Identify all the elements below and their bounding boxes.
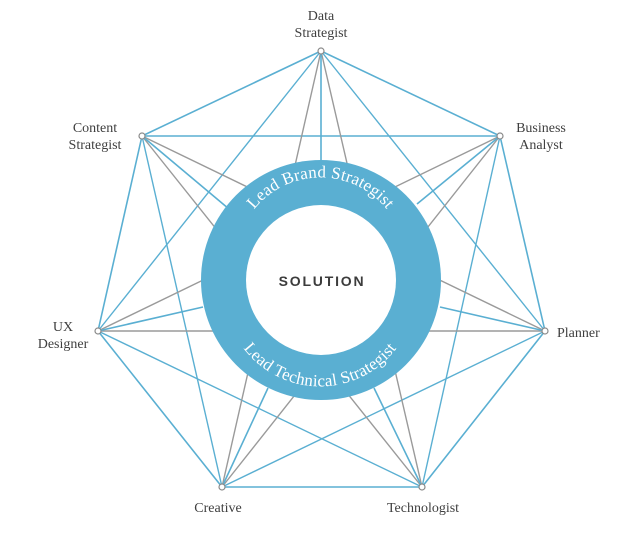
outer-edge-data-strategist — [320, 50, 501, 137]
node-label-line: Designer — [38, 337, 89, 352]
spoke-creative — [221, 387, 269, 488]
node-label-technologist: Technologist — [387, 501, 459, 516]
outer-edge-ux-designer — [97, 135, 143, 332]
node-label-line: Strategist — [69, 138, 122, 153]
node-dot-planner — [541, 327, 549, 335]
connector-line — [97, 50, 322, 332]
outer-edge-content-strategist — [141, 50, 322, 137]
outer-edge-business-analyst — [499, 135, 546, 332]
node-dot-ux-designer — [94, 327, 102, 335]
node-label-line: Content — [73, 121, 117, 136]
node-label-ux-designer: UX Designer — [38, 320, 89, 352]
node-label-line: Technologist — [387, 501, 459, 516]
node-label-line: Data — [308, 9, 335, 24]
solution-core — [246, 205, 396, 355]
spoke-lines — [97, 51, 546, 488]
spoke-technologist — [373, 387, 423, 488]
node-label-line: Analyst — [519, 138, 563, 153]
connector-line — [97, 330, 423, 488]
node-label-line: Creative — [194, 501, 241, 516]
node-label-creative: Creative — [194, 501, 241, 516]
node-label-line: Planner — [557, 326, 600, 341]
node-dot-technologist — [418, 483, 426, 491]
spoke-content-strategist — [141, 135, 230, 210]
spoke-planner — [439, 306, 546, 332]
solution-label: SOLUTION — [279, 273, 366, 289]
node-label-line: UX — [53, 320, 73, 335]
node-dot-content-strategist — [138, 132, 146, 140]
node-label-line: Strategist — [295, 26, 348, 41]
node-vertices — [94, 47, 549, 491]
spoke-business-analyst — [416, 135, 501, 205]
outer-edge-planner — [421, 330, 546, 488]
node-dot-business-analyst — [496, 132, 504, 140]
node-dot-creative — [218, 483, 226, 491]
node-label-planner: Planner — [557, 326, 600, 341]
outer-heptagon-edges — [97, 50, 546, 488]
outer-edge-creative — [97, 330, 223, 488]
spoke-ux-designer — [97, 306, 204, 332]
node-dot-data-strategist — [317, 47, 325, 55]
node-label-line: Business — [516, 121, 566, 136]
